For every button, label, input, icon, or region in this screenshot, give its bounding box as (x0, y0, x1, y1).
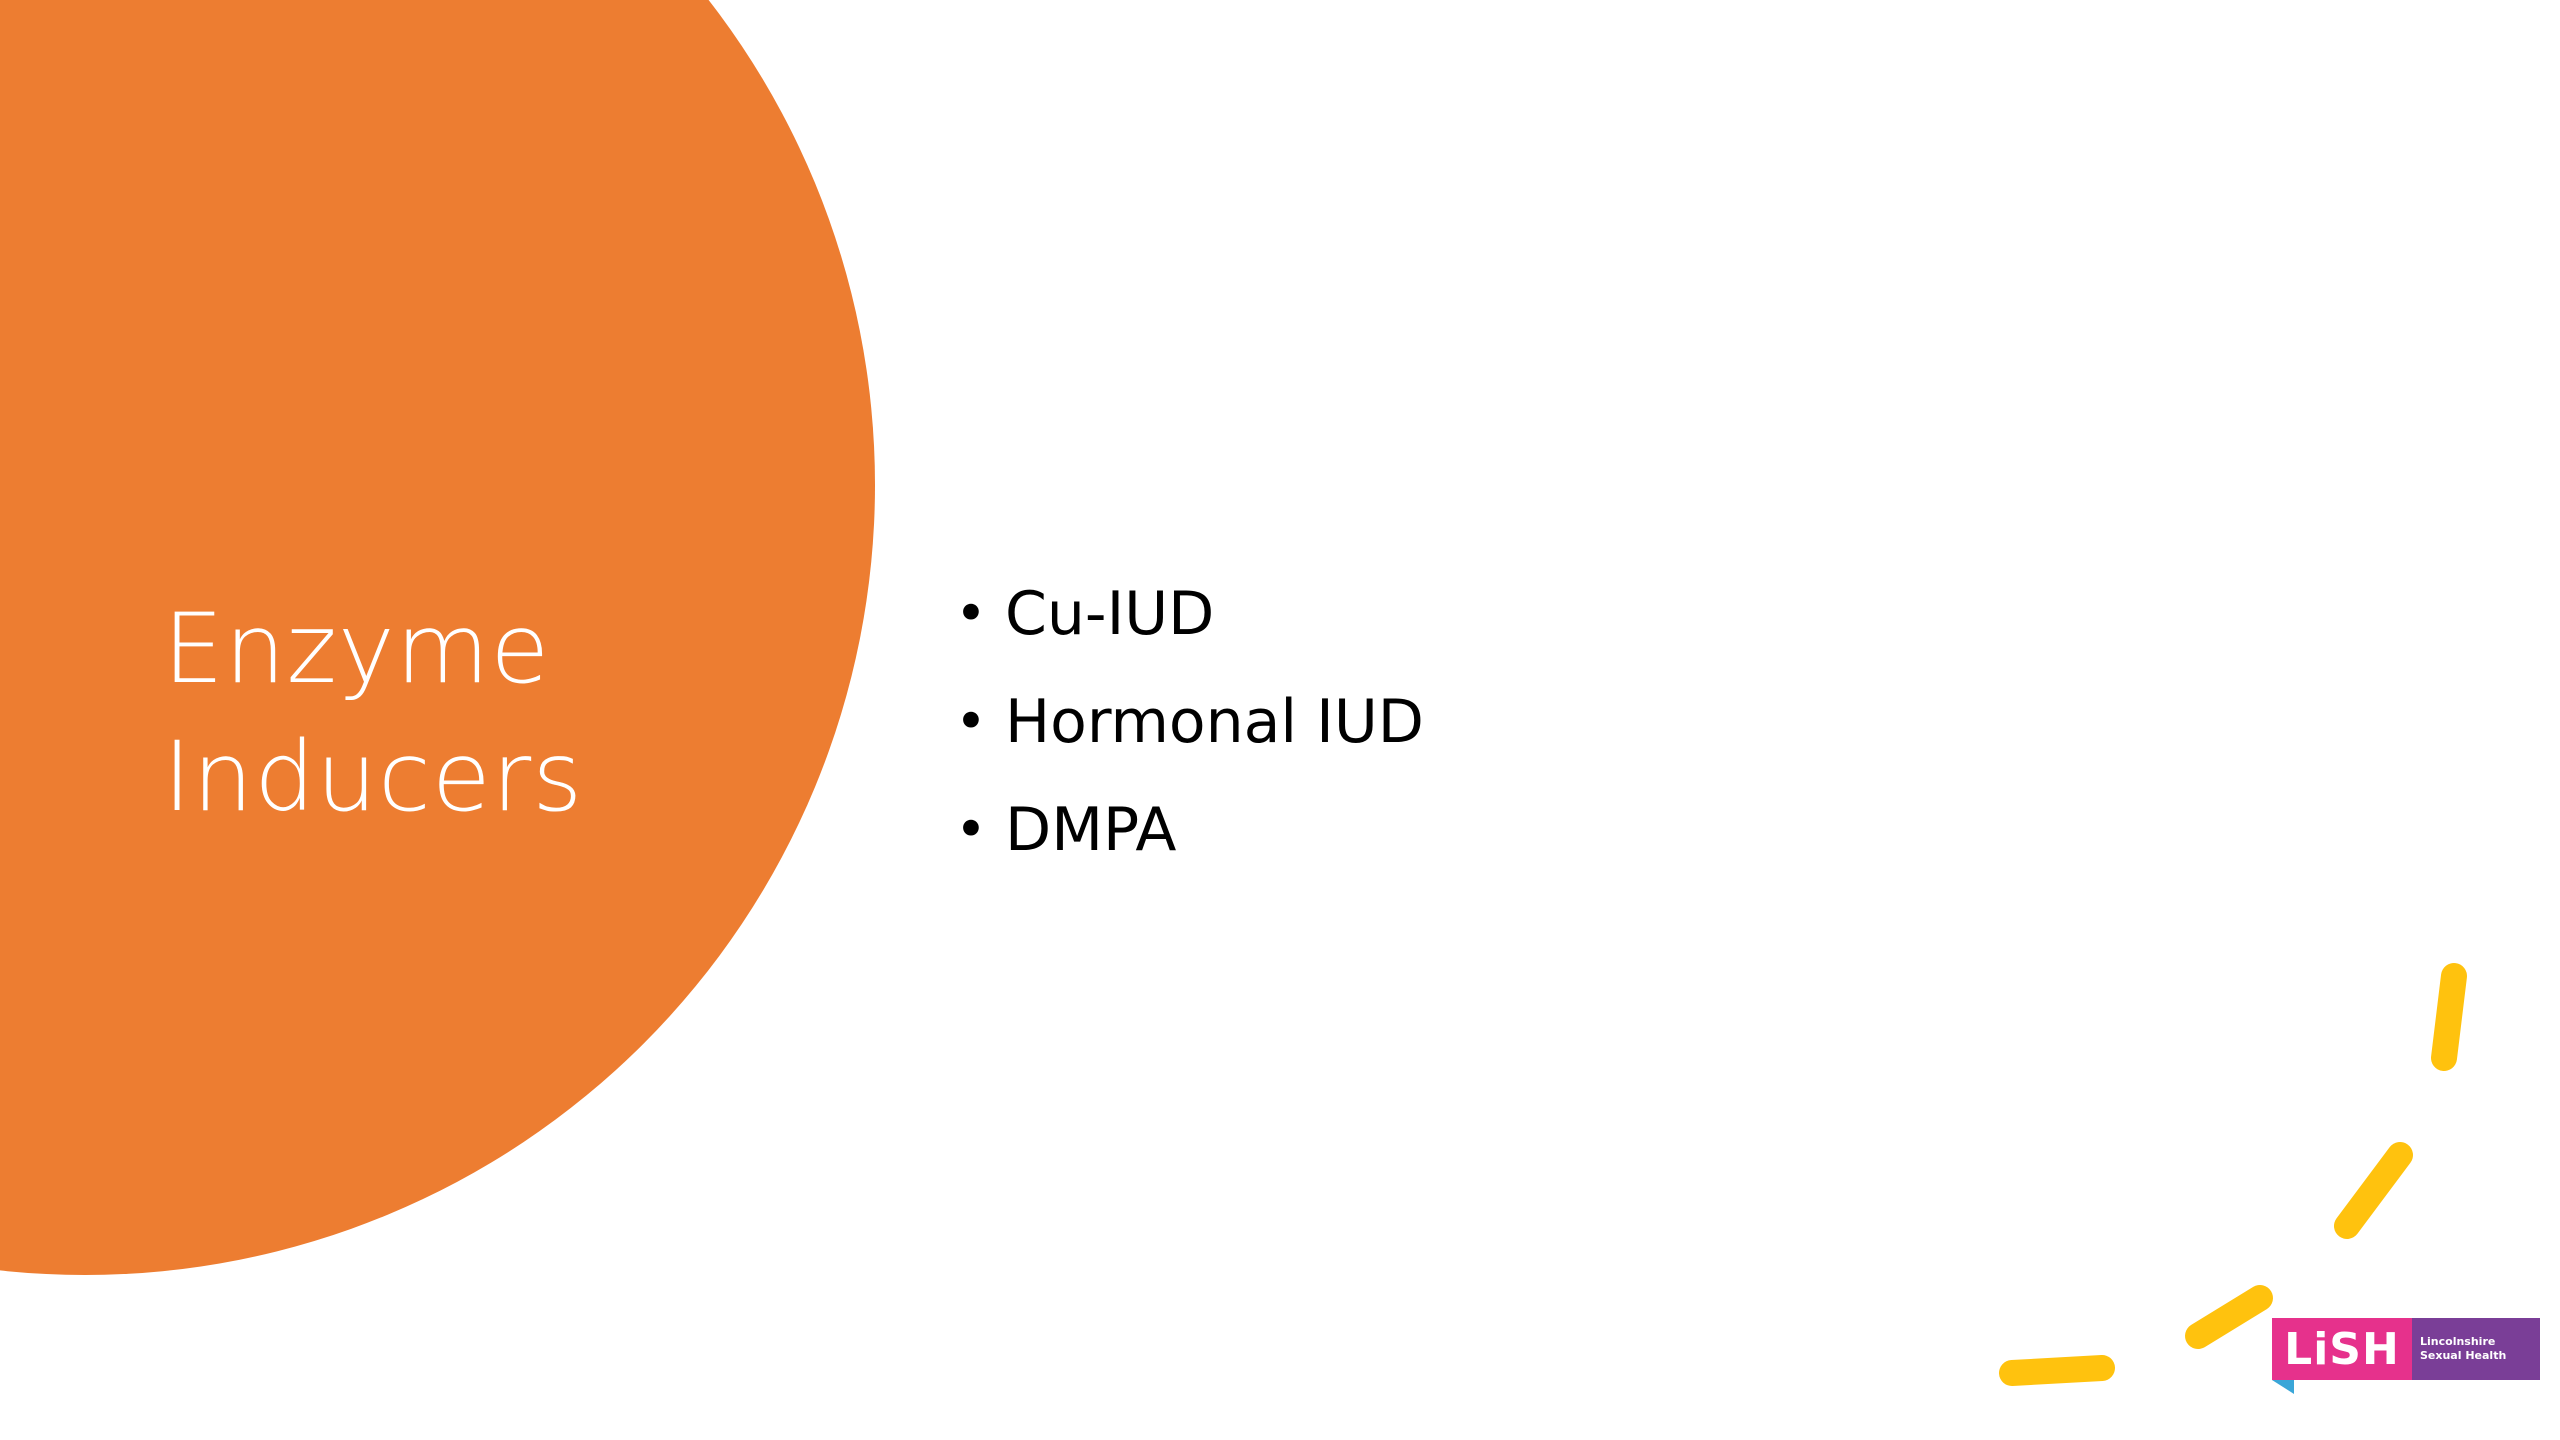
dash-segment (1999, 1355, 2115, 1386)
bullet-dot-icon: • (955, 582, 987, 645)
bullet-dot-icon: • (955, 690, 987, 753)
dashed-arc-decoration (1999, 963, 2467, 1386)
bullet-text: DMPA (1005, 795, 1177, 865)
bullet-text: Hormonal IUD (1005, 687, 1424, 757)
slide-title: Enzyme Inducers (163, 585, 583, 841)
slide-title-line-1: Enzyme (163, 593, 551, 705)
logo-text-line-1: Lincolnshire (2420, 1335, 2496, 1348)
bullet-item: • Cu-IUD (955, 560, 1424, 668)
slide-title-line-2: Inducers (163, 721, 584, 833)
logo-mark: LiSH (2272, 1318, 2412, 1380)
bullet-list: • Cu-IUD • Hormonal IUD • DMPA (955, 560, 1424, 884)
bullet-item: • DMPA (955, 776, 1424, 884)
logo-text: Lincolnshire Sexual Health (2412, 1318, 2540, 1380)
logo-tail-icon (2272, 1380, 2294, 1394)
bullet-item: • Hormonal IUD (955, 668, 1424, 776)
bullet-dot-icon: • (955, 798, 987, 861)
lish-logo: LiSH Lincolnshire Sexual Health (2272, 1318, 2540, 1394)
bullet-text: Cu-IUD (1005, 579, 1215, 649)
dash-segment (2431, 963, 2467, 1071)
logo-text-line-2: Sexual Health (2420, 1349, 2507, 1362)
dash-segment (2334, 1142, 2413, 1239)
dash-segment (2185, 1285, 2273, 1349)
